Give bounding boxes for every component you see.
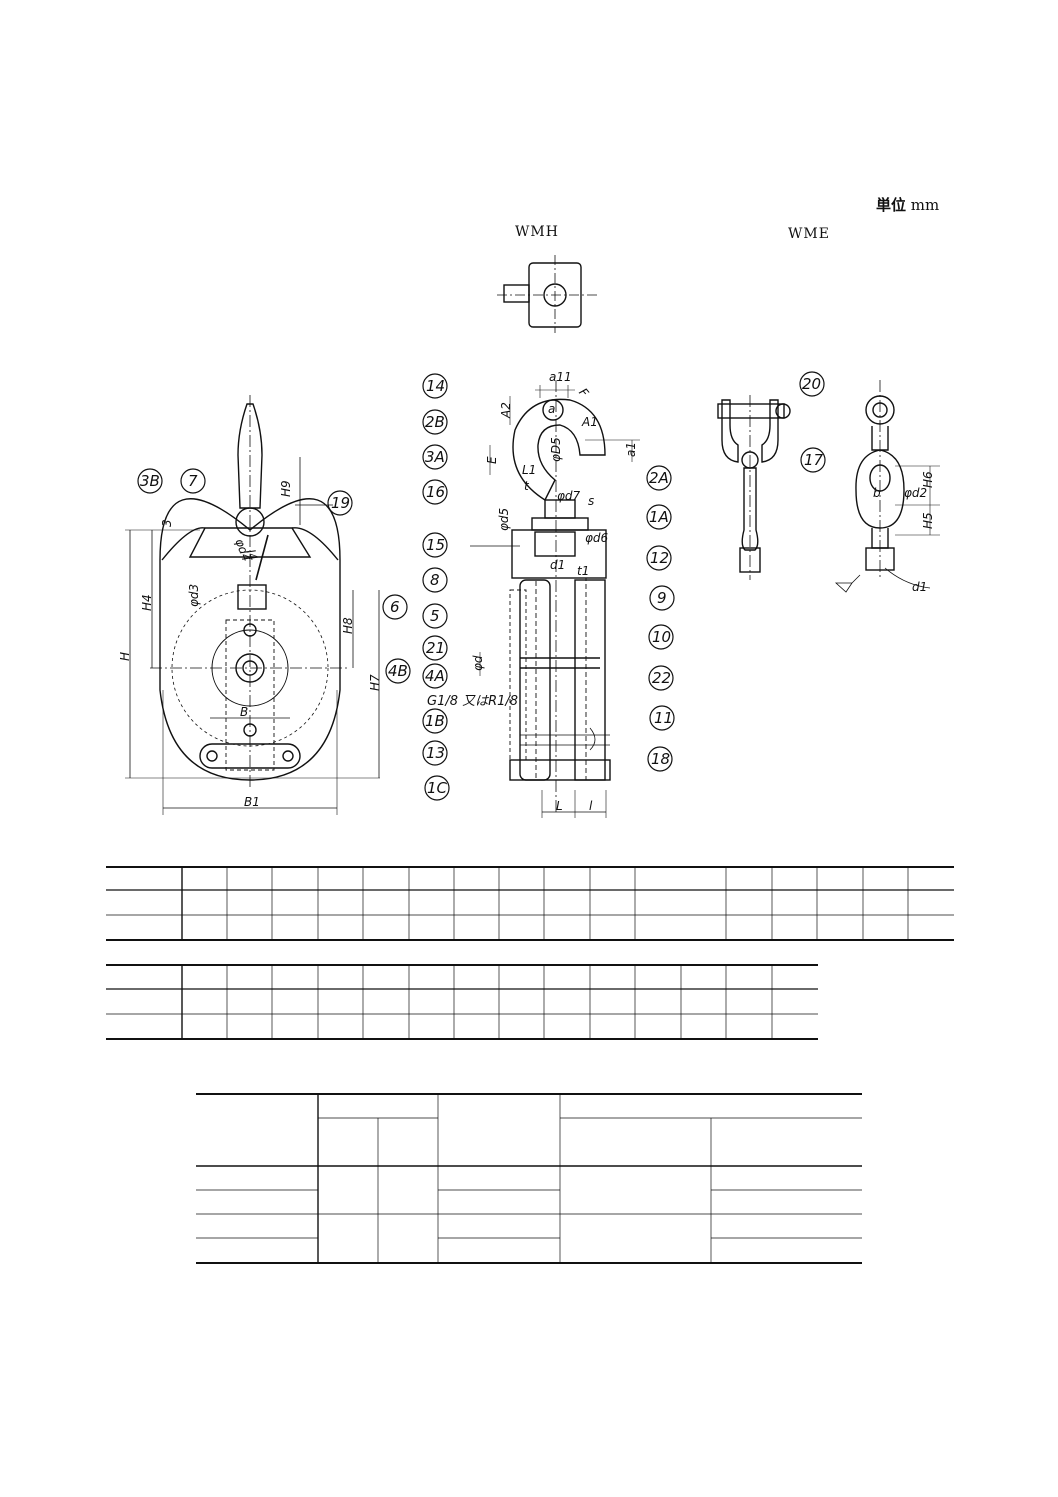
callout-17: 17: [804, 451, 824, 469]
wme-label: WME: [788, 226, 830, 242]
dim-B1: B1: [244, 795, 260, 809]
callout-20: 20: [802, 375, 821, 393]
dim-3: 3: [160, 519, 174, 527]
right-view: [717, 380, 940, 593]
dim-A1: A1: [581, 415, 598, 429]
dim-H8: H8: [341, 617, 355, 634]
callout-13: 13: [426, 744, 445, 762]
dim-D5: φD5: [549, 437, 563, 462]
callout-22: 22: [652, 669, 671, 687]
wmh-detail: [497, 255, 598, 333]
callout-12: 12: [650, 549, 669, 567]
center-dimensions: a11 a A2 A1 F E a1 φD5 L1 t φd7 φd6 φd5 …: [427, 370, 638, 813]
table-2: [106, 964, 818, 1040]
dim-H7: H7: [368, 674, 382, 691]
thread-note: G1/8 又はR1/8: [427, 694, 518, 709]
dim-l: l: [589, 799, 593, 813]
left-view: [125, 395, 380, 815]
unit-label: 単位: [876, 196, 907, 214]
dim-a1: a1: [624, 442, 638, 457]
callout-14: 14: [426, 377, 445, 395]
callout-7: 7: [188, 472, 198, 490]
dim-H6: H6: [921, 471, 935, 488]
callout-1C: 1C: [427, 779, 448, 797]
callout-21: 21: [426, 639, 445, 657]
callout-2B: 2B: [425, 413, 445, 431]
table-3: [196, 1093, 862, 1264]
center-callouts: 14 2B 3A 16 15 8 5 21 4A 1B 13 1C 2A 1A …: [422, 373, 675, 801]
dim-H: H: [118, 652, 132, 661]
dim-d6: φd6: [585, 531, 609, 545]
dim-a: a: [548, 402, 555, 416]
table-1: [106, 866, 954, 941]
callout-19: 19: [331, 494, 350, 512]
dim-b: b: [873, 486, 881, 500]
callout-8: 8: [430, 571, 440, 589]
callout-6: 6: [390, 598, 400, 616]
dim-t: t: [524, 479, 530, 493]
dim-l4: l4: [243, 548, 260, 563]
left-callouts: 3B 7 19 6 4B: [137, 468, 411, 684]
unit-value: mm: [910, 196, 940, 214]
wmh-label: WMH: [515, 224, 559, 240]
dim-L: L: [556, 799, 563, 813]
callout-1B: 1B: [425, 712, 445, 730]
dim-B: B: [240, 705, 248, 719]
callout-1A: 1A: [649, 508, 669, 526]
right-dimensions: b φd2 H6 H5 d1: [873, 471, 935, 594]
dim-d2: φd2: [904, 486, 927, 500]
dim-H5: H5: [921, 512, 935, 529]
dim-d1-center: d1: [550, 558, 565, 572]
callout-16: 16: [426, 483, 445, 501]
callout-10: 10: [652, 628, 671, 646]
dim-d: φd: [471, 655, 485, 671]
dim-H9: H9: [279, 480, 293, 497]
dim-d1-right: d1: [912, 580, 927, 594]
unit-caption: 単位 mm: [876, 194, 939, 215]
callout-4B: 4B: [388, 662, 408, 680]
dim-d5: φd5: [497, 508, 511, 531]
callout-18: 18: [651, 750, 670, 768]
callout-5: 5: [430, 607, 440, 625]
dim-F: F: [576, 385, 592, 400]
callout-9: 9: [657, 589, 667, 607]
dim-t1: t1: [577, 564, 589, 578]
right-callouts: 20 17: [799, 371, 826, 473]
dim-L1: L1: [522, 463, 536, 477]
callout-3B: 3B: [140, 472, 160, 490]
callout-2A: 2A: [649, 469, 669, 487]
dim-a11: a11: [549, 370, 572, 384]
dim-E: E: [485, 456, 499, 464]
dim-d7: φd7: [557, 489, 581, 503]
callout-11: 11: [654, 709, 673, 727]
center-view: [470, 380, 640, 818]
dim-H4: H4: [140, 594, 154, 611]
dim-s: s: [588, 494, 594, 508]
callout-15: 15: [426, 536, 445, 554]
callout-4A: 4A: [425, 667, 445, 685]
dim-A2: A2: [499, 402, 513, 419]
callout-3A: 3A: [425, 448, 445, 466]
dim-d3: φd3: [187, 584, 201, 607]
